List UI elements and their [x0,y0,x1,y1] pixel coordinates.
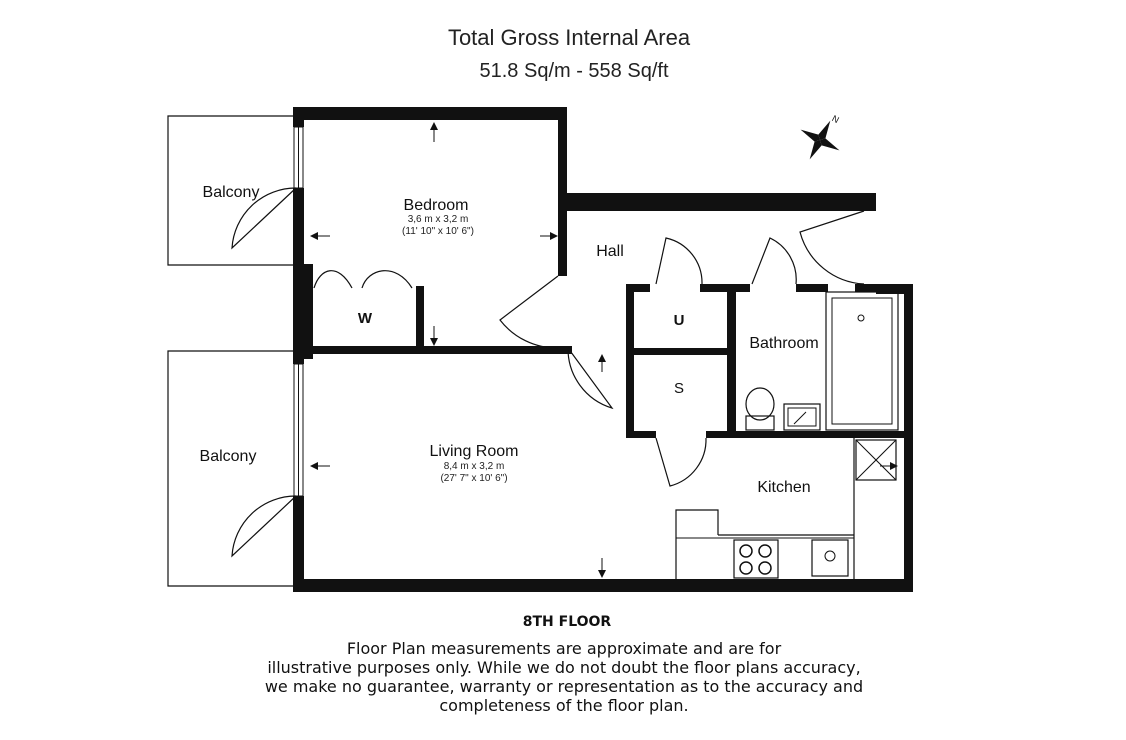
bathtub [825,291,899,431]
balcony-top-outline [167,115,296,266]
room-label-kitchen: Kitchen [757,479,810,496]
disclaimer-line-2: illustrative purposes only. While we do … [267,658,860,677]
living-room-dimensions-metric: 8,4 m x 3,2 m [444,461,505,472]
disclaimer-line-3: we make no guarantee, warranty or repres… [265,677,863,696]
compass-north-label: N [830,113,840,125]
doors [231,187,865,558]
room-label-living-room: Living Room [430,443,519,460]
room-label-bedroom: Bedroom [404,197,469,214]
compass-rose-icon [800,120,840,160]
balcony-bottom-outline [167,350,296,587]
room-label-hall: Hall [596,243,624,260]
basin [783,403,821,431]
bedroom-dimensions-imperial: (11' 10" x 10' 6") [402,226,474,237]
disclaimer-line-4: completeness of the floor plan. [439,696,688,715]
area-value: 51.8 Sq/m - 558 Sq/ft [480,60,669,82]
room-label-bathroom: Bathroom [749,335,818,352]
kitchen-sink [811,539,849,577]
room-label-utility: U [674,312,685,329]
room-label-balcony-bottom: Balcony [200,448,257,465]
hob [733,539,779,579]
bedroom-dimensions-metric: 3,6 m x 3,2 m [408,214,469,225]
windows [293,126,304,497]
walls [293,107,913,592]
dimension-arrows [310,122,898,578]
area-title: Total Gross Internal Area [448,25,691,50]
extractor-box [855,439,897,481]
toilet [745,387,775,431]
kitchen-units [675,438,855,579]
living-room-dimensions-imperial: (27' 7" x 10' 6") [440,473,507,484]
disclaimer-line-1: Floor Plan measurements are approximate … [347,639,782,658]
room-label-storage: S [674,380,684,397]
room-label-wardrobe: W [358,310,373,327]
floor-label: 8TH FLOOR [523,614,612,630]
room-label-balcony-top: Balcony [203,184,260,201]
